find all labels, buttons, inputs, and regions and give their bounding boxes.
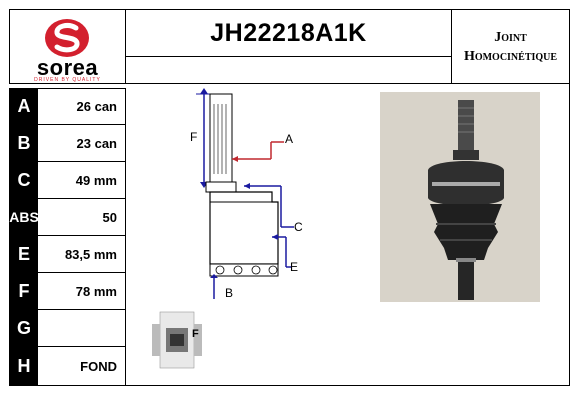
spec-value: 49 mm <box>75 172 117 188</box>
sorea-logo-icon <box>45 19 89 57</box>
label-c: C <box>294 220 303 234</box>
spec-row-h: H FOND <box>9 347 126 386</box>
spec-value <box>38 310 125 346</box>
label-a: A <box>285 132 294 146</box>
product-photo <box>380 92 540 302</box>
spec-key: H <box>10 347 38 385</box>
label-f: F <box>190 130 198 144</box>
spec-key: C <box>10 162 38 198</box>
spec-row-e: E 83,5 mm <box>9 236 126 273</box>
brand-logo: sorea DRIVEN BY QUALITY <box>9 9 126 84</box>
spec-value: 78 mm <box>75 283 117 299</box>
drawing-area: F A C E B F <box>126 84 570 386</box>
spec-row-b: B 23 can <box>9 125 126 162</box>
spec-value: 83,5 mm <box>64 246 117 262</box>
cv-joint-diagram <box>152 88 294 369</box>
spec-value: 26 can <box>76 99 117 114</box>
spec-value: 23 can <box>76 135 117 151</box>
spec-key: ABS <box>9 199 39 235</box>
spec-key: B <box>10 125 38 161</box>
spec-key: G <box>10 310 38 346</box>
spec-row-g: G <box>9 310 126 347</box>
spec-row-a: A 26 can <box>9 88 126 125</box>
brand-name: sorea <box>36 55 99 80</box>
reference-subcell <box>126 57 452 84</box>
spec-value: FOND <box>80 358 117 374</box>
spec-row-f: F 78 mm <box>9 273 126 310</box>
product-type: Joint Homocinétique <box>452 9 570 84</box>
part-reference: JH22218A1K <box>126 9 452 57</box>
spec-row-abs: ABS 50 <box>9 199 126 236</box>
spec-key: F <box>10 273 38 309</box>
spec-value: 50 <box>102 209 117 225</box>
spec-key: A <box>10 89 38 124</box>
spec-row-c: C 49 mm <box>9 162 126 199</box>
product-type-line2: Homocinétique <box>463 48 558 64</box>
thumbnail-label: F <box>192 328 199 340</box>
label-e: E <box>290 260 299 274</box>
product-type-line1: Joint <box>494 29 527 45</box>
brand-tagline: DRIVEN BY QUALITY <box>34 77 101 83</box>
spec-key: E <box>10 236 38 272</box>
label-b: B <box>225 286 234 300</box>
